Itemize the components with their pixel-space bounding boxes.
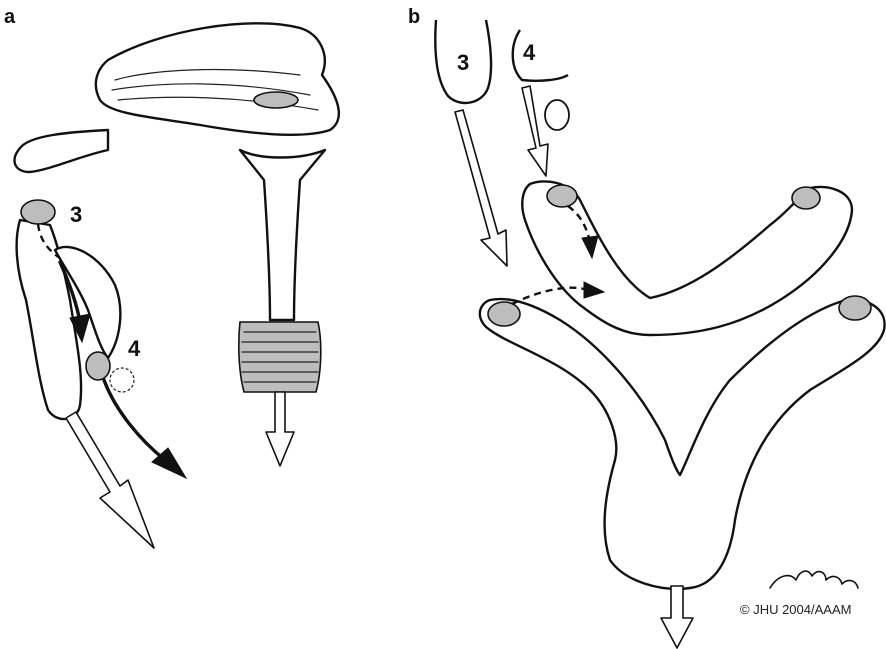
connector-a [15, 130, 108, 172]
nodule-lower-left-b [488, 302, 520, 326]
opening-a [254, 92, 298, 108]
arrow-4-down-b [522, 86, 548, 176]
panel-a-figure: 3 4 [15, 23, 339, 548]
tube-4-b [513, 30, 568, 81]
upper-pouch-a [96, 23, 339, 134]
arrow-3-down-b [455, 110, 507, 266]
arrow-down-center-a [266, 392, 294, 466]
arrow-bottom-b [661, 586, 693, 648]
nodule-upper-left-b [547, 185, 577, 207]
label-4-b: 4 [523, 40, 536, 65]
signature-mark [770, 571, 858, 588]
panel-b-figure: 3 4 [435, 20, 884, 648]
label-3-a: 3 [70, 202, 82, 227]
nodule-upper-right-b [792, 187, 820, 209]
nodule-lower-right-b [839, 296, 871, 320]
nodule-3-a [21, 200, 55, 224]
lower-y-organ-b [480, 299, 885, 589]
small-oval-b [545, 100, 569, 130]
stalk-a [240, 150, 325, 320]
label-3-b: 3 [457, 50, 469, 75]
nodule-4-a [86, 352, 110, 380]
label-4-a: 4 [128, 336, 141, 361]
arrow-lower-left-a [66, 412, 154, 548]
copyright-text: © JHU 2004/AAAM [740, 602, 851, 617]
ghost-circle-a [110, 368, 134, 392]
